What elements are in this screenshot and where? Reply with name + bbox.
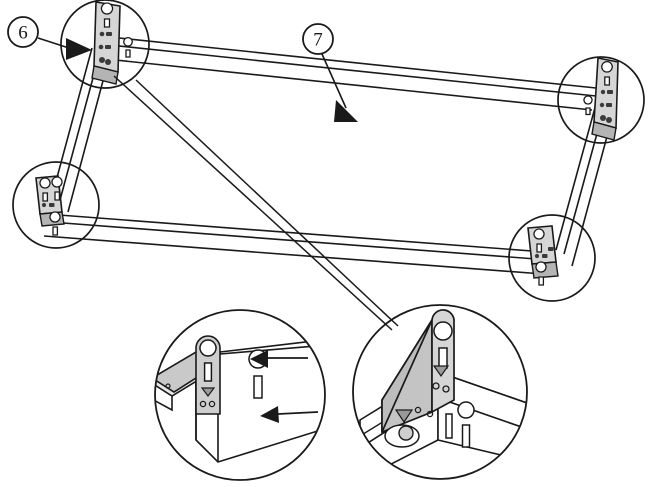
detail-top-right-content (583, 57, 619, 141)
callout-6: 6 (7, 16, 92, 60)
leader-line-a (113, 75, 393, 331)
leader-lines (77, 75, 399, 340)
detail-circle-bottom-left (12, 161, 100, 249)
bracket-bottom-left (35, 175, 65, 236)
arrow-detail-upper (250, 350, 308, 368)
arrow-detail-lower (260, 406, 319, 423)
detail-circle-top-left (60, 0, 150, 89)
bracket-bottom-right (527, 225, 559, 286)
callout-6-circle (7, 16, 39, 48)
callout-7-circle (302, 23, 334, 55)
detail-circle-zoom-right (352, 304, 528, 480)
rail-top (95, 35, 597, 111)
detail-top-left-content (91, 1, 133, 85)
leader-line-c (77, 232, 160, 340)
detail-zoom-right-content (359, 309, 527, 479)
leader-line-b (135, 79, 399, 327)
callout-7-leader (321, 53, 347, 109)
main-frame (43, 35, 613, 275)
callout-7-label: 7 (313, 30, 323, 51)
detail-bottom-right-content (527, 225, 559, 286)
callout-7: 7 (302, 23, 358, 122)
bracket-top-left (91, 1, 133, 85)
bracket-top-right (583, 57, 619, 141)
detail-zoom-left-content (155, 335, 325, 463)
arrow-callout-7 (334, 100, 358, 122)
detail-circle-zoom-left (154, 309, 326, 481)
callout-6-label: 6 (18, 23, 28, 44)
detail-bottom-left-content (35, 175, 65, 236)
detail-circle-bottom-right (508, 214, 596, 302)
arrow-callout-6 (66, 38, 92, 60)
detail-circle-top-right (557, 56, 645, 144)
rail-bottom (43, 213, 550, 275)
